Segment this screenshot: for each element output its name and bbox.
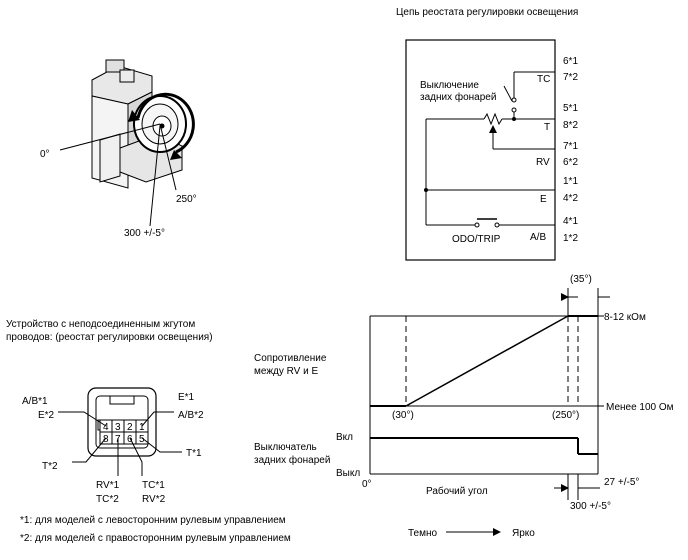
rheostat-resistor xyxy=(483,112,503,126)
junction-dot xyxy=(512,117,516,121)
terminal-ab: A/B xyxy=(530,232,546,243)
terminal-e: E xyxy=(540,194,547,205)
connector-title-2: проводов: (реостат регулировки освещения… xyxy=(6,332,213,343)
off-pointer-line xyxy=(149,125,161,227)
label-tc-1: TC*1 xyxy=(142,480,165,491)
connector-diagram: Устройство с неподсоединенным жгутом про… xyxy=(6,319,213,505)
switch-off-label: Выкл xyxy=(336,468,360,479)
label-e-1: E*1 xyxy=(178,392,195,403)
label-ab-2: A/B*2 xyxy=(178,410,204,421)
pin-4-1: 4*1 xyxy=(563,216,578,227)
connector-pin-grid: 4 3 2 1 8 7 6 5 xyxy=(99,419,149,445)
connector-latch xyxy=(109,395,135,405)
pin-label-1: 1 xyxy=(139,422,145,433)
axis-label: Рабочий угол xyxy=(426,485,488,497)
circuit-diagram: Цепь реостата регулировки освещения Выкл… xyxy=(396,7,578,261)
bright-label: Ярко xyxy=(512,528,535,539)
pin-5-1: 5*1 xyxy=(563,103,578,114)
resistance-label-1: Сопротивление xyxy=(254,353,327,364)
pin-4-2: 4*2 xyxy=(563,193,578,204)
label-tc-2: TC*2 xyxy=(96,494,119,505)
connector-leader-lines xyxy=(58,411,182,476)
pin-label-2: 2 xyxy=(127,422,133,433)
angle-250: (250°) xyxy=(552,410,579,421)
pin-label-3: 3 xyxy=(115,422,121,433)
pin-label-5: 5 xyxy=(139,434,145,445)
pin-label-6: 6 xyxy=(127,434,133,445)
angle-zero: 0° xyxy=(40,149,50,160)
angle-off: 300 +/-5° xyxy=(124,228,165,239)
label-rv-2: RV*2 xyxy=(142,494,166,505)
footnote-2: *2: для моделей с правосторонним рулевым… xyxy=(20,533,291,544)
switch-graph-label-1: Выключатель xyxy=(254,442,317,453)
pin-8-2: 8*2 xyxy=(563,120,578,131)
angle-max: 250° xyxy=(176,194,197,205)
switch-label-1: Выключение xyxy=(420,80,479,91)
pin-6-1: 6*1 xyxy=(563,56,578,67)
rotation-arrow xyxy=(136,92,195,154)
label-ab-1: A/B*1 xyxy=(22,396,48,407)
zero-pointer-line xyxy=(59,123,161,151)
footnote-1: *1: для моделей с левосторонним рулевым … xyxy=(20,515,286,526)
switch-label-2: задних фонарей xyxy=(420,91,496,103)
switch-blade xyxy=(503,85,513,102)
circuit-title: Цепь реостата регулировки освещения xyxy=(396,7,578,18)
switch-graph-label-2: задних фонарей xyxy=(254,454,330,466)
pin-label-4: 4 xyxy=(103,422,109,433)
resistance-ramp xyxy=(405,315,569,407)
resistance-graph: (35°) 8-12 кОм Менее 100 Ом Сопротивлени… xyxy=(254,274,674,539)
connector-title-1: Устройство с неподсоединенным жгутом xyxy=(6,319,195,330)
angle-30: (30°) xyxy=(392,410,414,421)
pin-6-2: 6*2 xyxy=(563,157,578,168)
pin-label-8: 8 xyxy=(103,434,109,445)
resistance-high: 8-12 кОм xyxy=(604,312,646,323)
angle-35: (35°) xyxy=(570,274,592,285)
label-t-1: T*1 xyxy=(186,448,202,459)
circuit-frame xyxy=(405,39,556,261)
odo-trip-label: ODO/TRIP xyxy=(452,234,501,245)
angle-27: 27 +/-5° xyxy=(604,477,639,488)
label-rv-1: RV*1 xyxy=(96,480,120,491)
label-e-2: E*2 xyxy=(38,410,55,421)
pin-7-1: 7*1 xyxy=(563,141,578,152)
max-pointer-line xyxy=(159,123,177,191)
terminal-tc: TC xyxy=(537,74,550,85)
pin-1-2: 1*2 xyxy=(563,233,578,244)
terminal-rv: RV xyxy=(536,157,550,168)
zero-angle: 0° xyxy=(362,479,372,490)
dark-label: Темно xyxy=(408,528,438,539)
label-t-2: T*2 xyxy=(42,461,58,472)
resistance-label-2: между RV и E xyxy=(254,366,318,377)
terminal-t: T xyxy=(544,122,550,133)
pin-1-1: 1*1 xyxy=(563,176,578,187)
switch-on-label: Вкл xyxy=(336,432,353,443)
angle-300: 300 +/-5° xyxy=(570,501,611,512)
pin-7-2: 7*2 xyxy=(563,72,578,83)
rheostat-illustration xyxy=(59,59,195,227)
resistance-low: Менее 100 Ом xyxy=(606,402,674,413)
